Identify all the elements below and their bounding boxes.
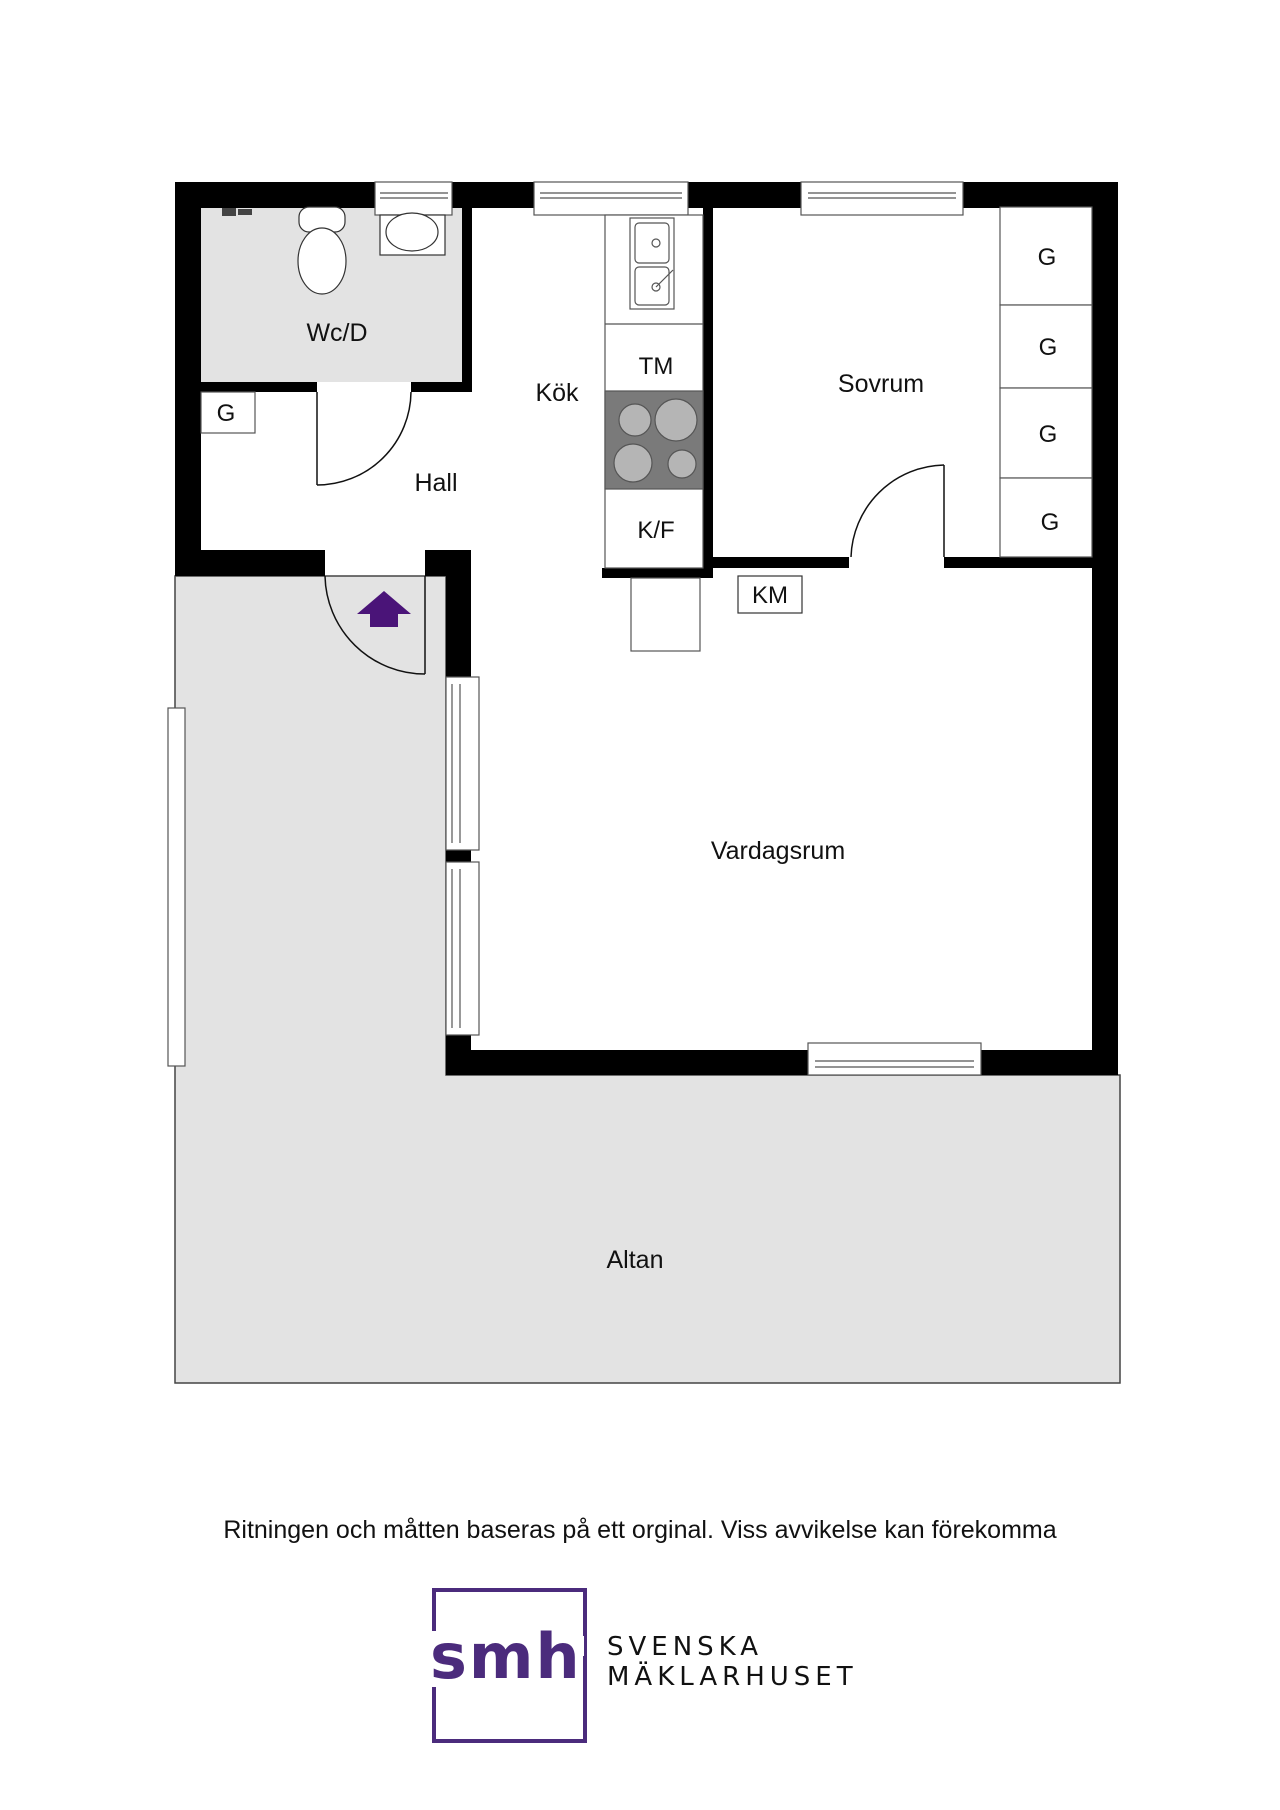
fridge-freezer-label: K/F: [637, 517, 674, 544]
toilet-icon: [297, 206, 347, 295]
disclaimer-text: Ritningen och måtten baseras på ett orgi…: [223, 1516, 1057, 1544]
hall-wardrobe: [200, 391, 256, 434]
logo-line-2: MÄKLARHUSET: [607, 1662, 858, 1692]
room-label-bedroom: Sovrum: [838, 370, 924, 398]
room-label-hall: Hall: [414, 469, 457, 497]
walls: [175, 182, 1118, 1075]
doors: [316, 391, 945, 675]
kitchen-counter: [604, 214, 704, 569]
kitchen-extension: [630, 577, 701, 652]
wardrobe-label-2: G: [1039, 334, 1058, 361]
logo-mark: smh: [430, 1620, 582, 1693]
sink-icon: [379, 212, 446, 256]
wardrobe-label-1: G: [1038, 244, 1057, 271]
logo-line-1: SVENSKA: [607, 1632, 764, 1662]
windows: [167, 181, 982, 1076]
faucet-icon: [222, 208, 252, 216]
room-label-living-room: Vardagsrum: [711, 837, 845, 865]
washing-machine-label: KM: [752, 582, 788, 609]
bedroom-wardrobes: [999, 206, 1093, 558]
wardrobe-label-4: G: [1041, 509, 1060, 536]
room-label-terrace: Altan: [607, 1246, 664, 1274]
entrance-arrow-icon: [357, 591, 411, 627]
wardrobe-label-3: G: [1039, 421, 1058, 448]
washing-machine: [737, 575, 803, 614]
logo-frame-gap-left: [428, 1631, 440, 1687]
hall-wardrobe-label: G: [217, 400, 236, 427]
dishwasher-label: TM: [639, 353, 674, 380]
room-label-wc: Wc/D: [306, 319, 367, 347]
room-label-kitchen: Kök: [535, 379, 579, 407]
logo-frame-gap-right: [570, 1636, 584, 1656]
